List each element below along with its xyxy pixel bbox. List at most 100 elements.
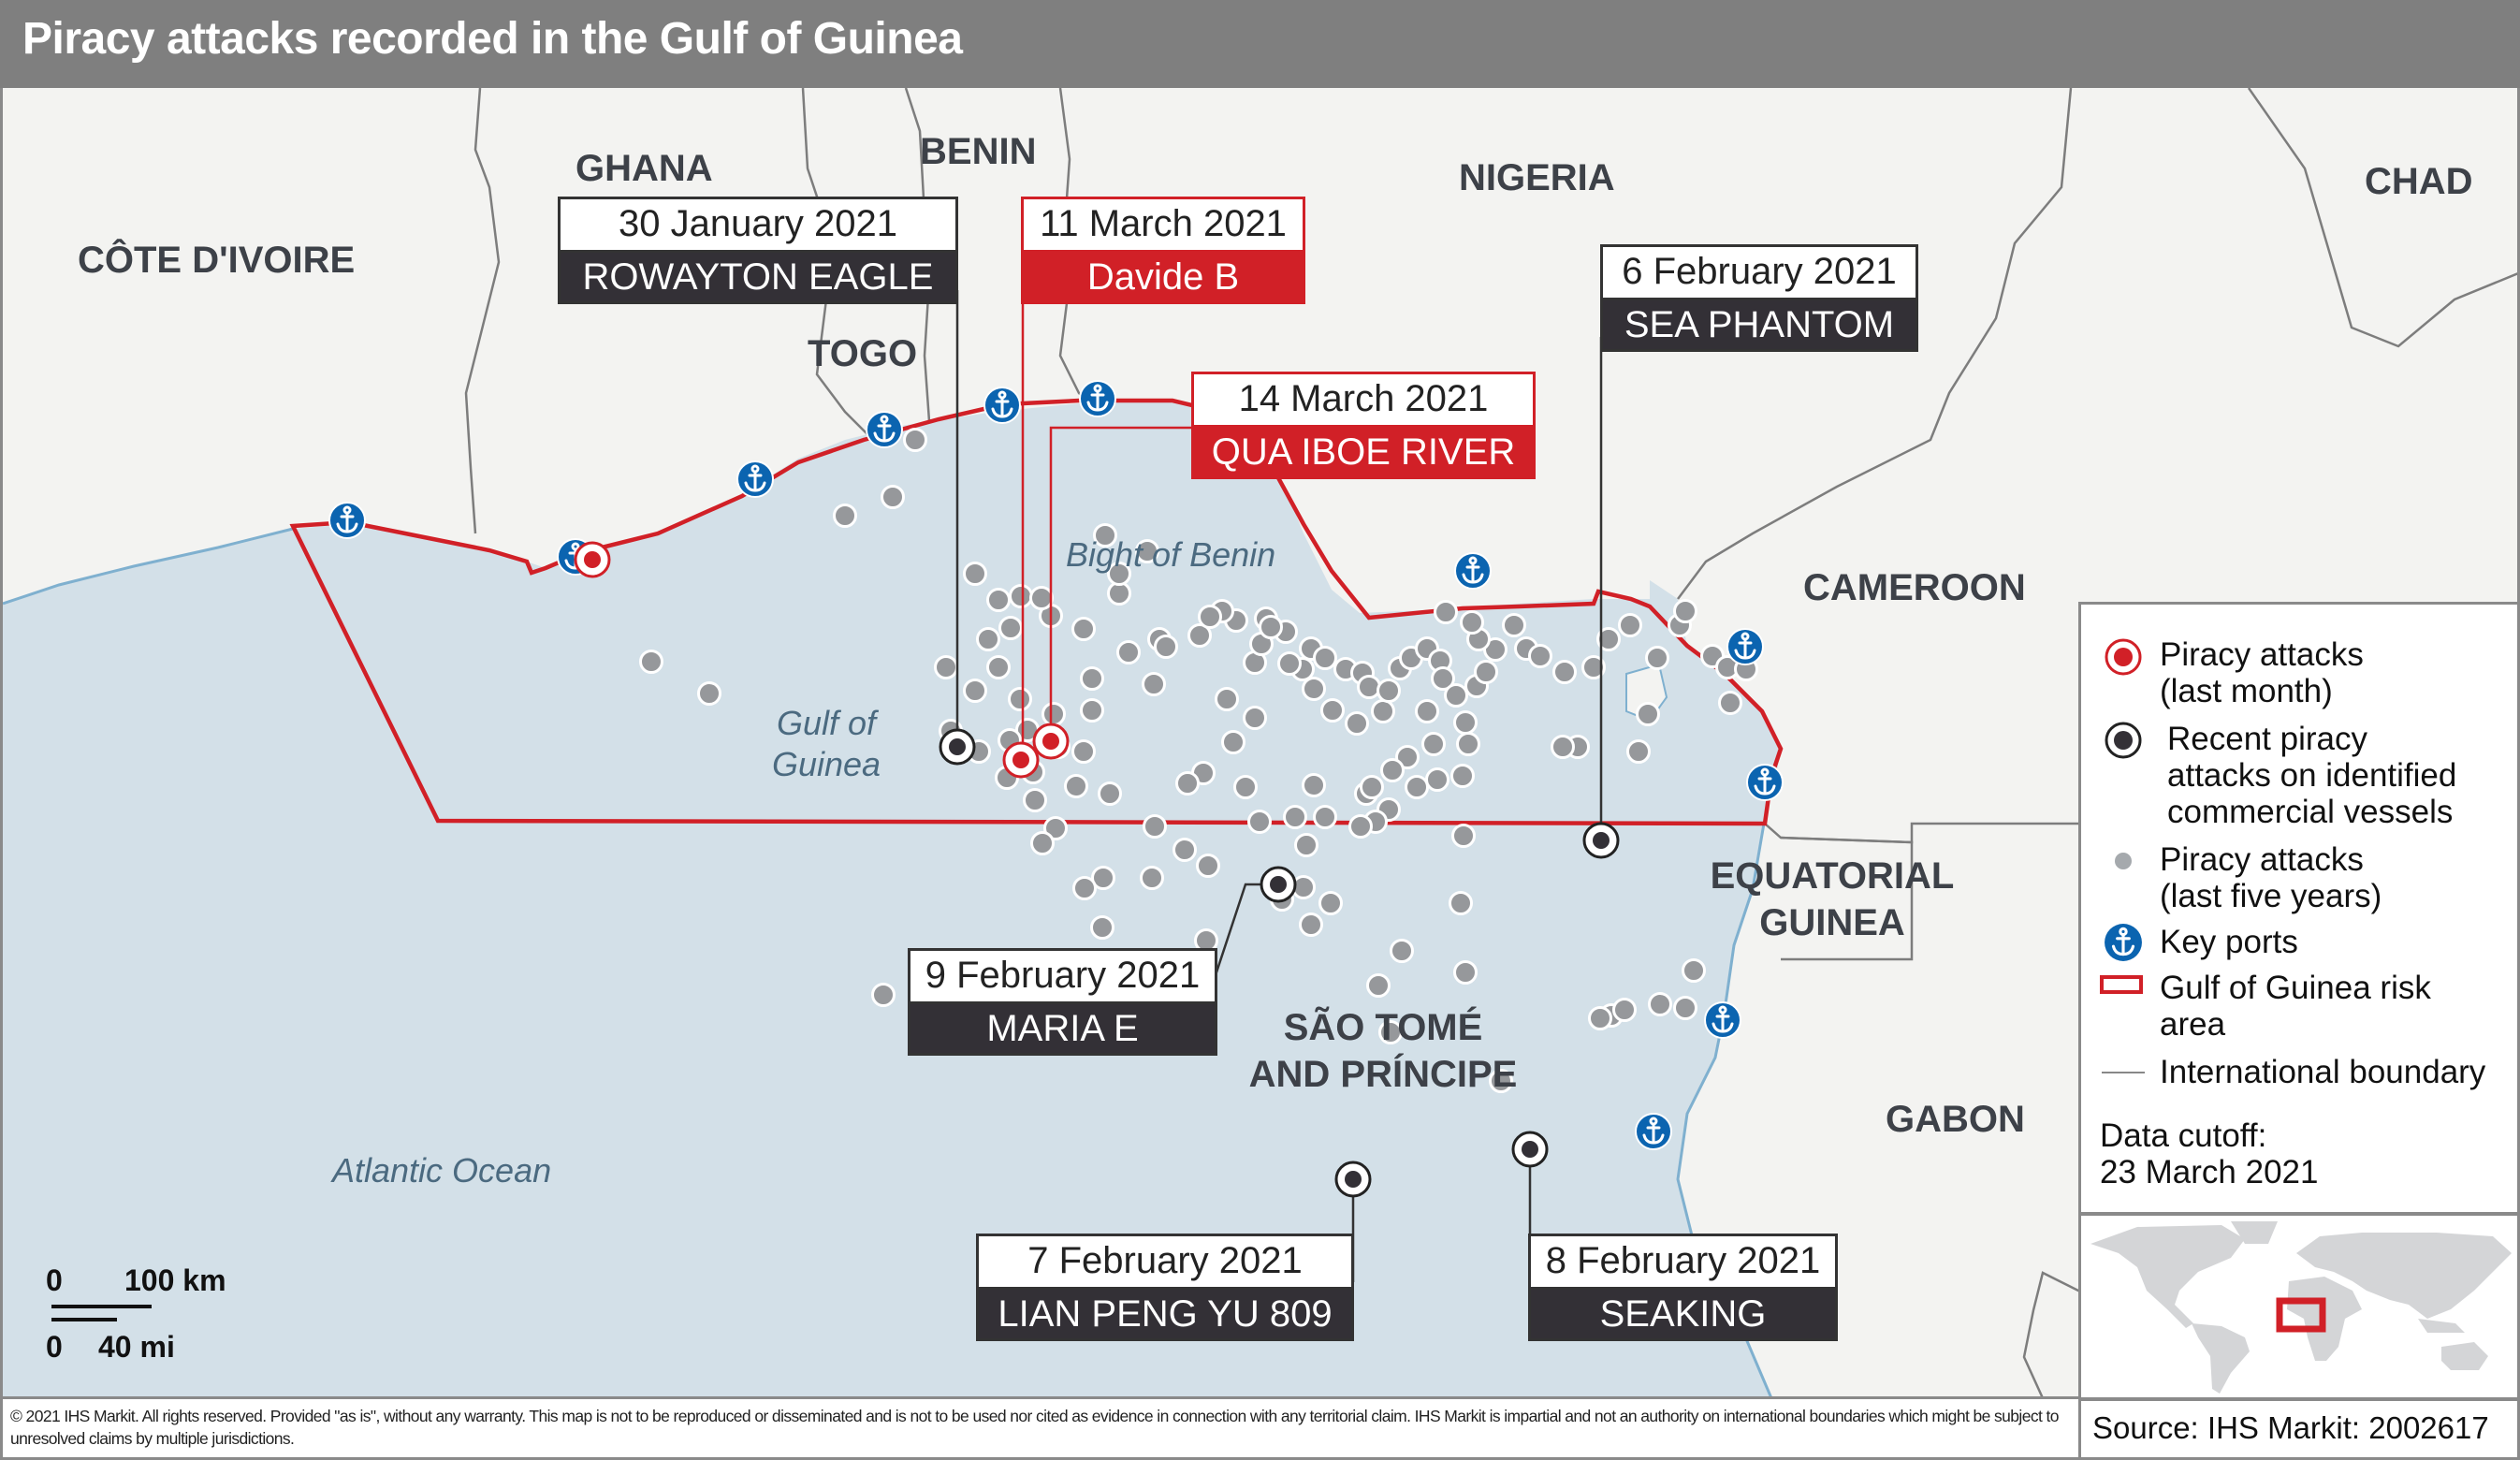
callout-rowayton-eagle: 30 January 2021 ROWAYTON EAGLE bbox=[558, 197, 958, 304]
attack-dot bbox=[1449, 891, 1473, 915]
attack-dot bbox=[1173, 838, 1197, 862]
callout-vessel: ROWAYTON EAGLE bbox=[561, 253, 955, 301]
red-target-icon bbox=[1001, 740, 1041, 780]
attack-dot bbox=[1673, 599, 1697, 623]
callout-vessel: SEAKING bbox=[1531, 1290, 1835, 1338]
attack-dot bbox=[1348, 814, 1373, 839]
attack-dot bbox=[1626, 739, 1651, 764]
data-cutoff-date: 23 March 2021 bbox=[2100, 1154, 2319, 1190]
legend-label: area bbox=[2160, 1006, 2226, 1043]
attack-dot bbox=[1460, 610, 1484, 635]
red-target-icon bbox=[573, 540, 612, 579]
attack-dot bbox=[963, 679, 987, 703]
boundary-line-icon bbox=[2102, 1072, 2145, 1073]
attack-dot bbox=[1283, 805, 1307, 829]
footer-disclaimer: © 2021 IHS Markit. All rights reserved. … bbox=[0, 1396, 2078, 1460]
attack-dot bbox=[1636, 702, 1660, 726]
attack-dot bbox=[1080, 698, 1104, 723]
attack-dot bbox=[1453, 960, 1478, 985]
world-map-svg bbox=[2090, 1221, 2512, 1394]
callout-sea-phantom: 6 February 2021 SEA PHANTOM bbox=[1600, 244, 1918, 352]
attack-dot bbox=[1551, 735, 1575, 759]
callout-vessel: SEA PHANTOM bbox=[1603, 300, 1915, 349]
label-gabon: GABON bbox=[1886, 1099, 2025, 1140]
attack-dot bbox=[1682, 958, 1706, 983]
port-anchor-icon bbox=[866, 411, 903, 448]
label-gulf-of-guinea-line1: Gulf of bbox=[776, 704, 877, 742]
attack-dot bbox=[1474, 660, 1498, 684]
port-anchor-icon bbox=[736, 460, 774, 498]
label-sao-tome-line2: AND PRÍNCIPE bbox=[1248, 1054, 1518, 1095]
callout-qua-iboe-river: 14 March 2021 QUA IBOE RIVER bbox=[1191, 372, 1536, 479]
legend: Piracy attacks (last month) Recent pirac… bbox=[2078, 602, 2520, 1215]
attack-dot bbox=[1302, 677, 1326, 701]
attack-dot bbox=[1247, 810, 1272, 834]
attack-dot bbox=[1405, 775, 1429, 799]
red-target-icon bbox=[2104, 637, 2143, 681]
title-bar: Piracy attacks recorded in the Gulf of G… bbox=[0, 0, 2520, 88]
attack-dot bbox=[1718, 691, 1742, 715]
attack-dot bbox=[1318, 891, 1343, 915]
attack-dot bbox=[1107, 562, 1131, 586]
attack-dot bbox=[1552, 660, 1577, 684]
attack-dot bbox=[1116, 640, 1141, 664]
callout-maria-e: 9 February 2021 MARIA E bbox=[908, 948, 1217, 1056]
attack-dot bbox=[1140, 866, 1164, 890]
attack-dot bbox=[1618, 613, 1642, 637]
attack-dot bbox=[976, 627, 1000, 651]
attack-dot bbox=[1299, 912, 1323, 937]
callout-davide-b: 11 March 2021 Davide B bbox=[1021, 197, 1305, 304]
attack-dot bbox=[1302, 773, 1326, 797]
attack-dot bbox=[1215, 687, 1239, 711]
attack-dot bbox=[1071, 739, 1096, 764]
port-anchor-icon bbox=[1635, 1113, 1672, 1150]
disclaimer-text: © 2021 IHS Markit. All rights reserved. … bbox=[10, 1407, 2060, 1448]
label-equatorial-guinea-line2: GUINEA bbox=[1759, 902, 1905, 943]
attack-dot bbox=[1198, 605, 1222, 629]
label-cameroon: CAMEROON bbox=[1803, 567, 2026, 608]
black-target-icon bbox=[1581, 821, 1621, 860]
attack-dot bbox=[833, 504, 857, 528]
attack-dot bbox=[881, 485, 905, 509]
attack-dot bbox=[986, 655, 1011, 679]
attack-dot bbox=[1090, 915, 1114, 940]
attack-dot bbox=[1072, 876, 1097, 900]
label-chad: CHAD bbox=[2365, 161, 2473, 202]
attack-dot bbox=[1243, 706, 1267, 730]
callout-vessel: MARIA E bbox=[910, 1004, 1215, 1053]
callout-date: 7 February 2021 bbox=[979, 1236, 1351, 1290]
attack-dot bbox=[1415, 699, 1439, 723]
sea-area bbox=[3, 401, 1781, 1398]
scale-km-value: 100 km bbox=[124, 1263, 226, 1297]
attack-dot bbox=[1093, 523, 1117, 548]
label-gulf-of-guinea-line2: Guinea bbox=[771, 745, 881, 783]
attack-dot bbox=[1187, 623, 1212, 648]
attack-dot bbox=[1221, 730, 1245, 754]
attack-dot bbox=[903, 428, 927, 452]
port-anchor-icon bbox=[328, 502, 366, 539]
label-cote-divoire: CÔTE D'IVOIRE bbox=[78, 240, 356, 281]
scale-mi-zero: 0 bbox=[46, 1330, 63, 1364]
attack-dot bbox=[1451, 824, 1476, 848]
port-anchor-icon bbox=[983, 387, 1021, 424]
attack-dot bbox=[963, 562, 987, 586]
source-text: Source: IHS Markit: 2002617 bbox=[2092, 1410, 2489, 1445]
attack-dot bbox=[1154, 635, 1178, 659]
attack-dot bbox=[871, 983, 896, 1007]
label-equatorial-guinea-line1: EQUATORIAL bbox=[1710, 855, 1955, 897]
gulf-locator-rectangle bbox=[2276, 1297, 2326, 1333]
attack-dot bbox=[1277, 651, 1302, 676]
callout-date: 30 January 2021 bbox=[561, 199, 955, 253]
anchor-icon bbox=[2104, 923, 2143, 967]
map-canvas: CÔTE D'IVOIRE GHANA BENIN TOGO NIGERIA C… bbox=[0, 88, 2520, 1398]
label-ghana: GHANA bbox=[575, 148, 713, 189]
legend-label: (last five years) bbox=[2160, 878, 2382, 914]
attack-dot bbox=[1313, 646, 1337, 670]
callout-date: 8 February 2021 bbox=[1531, 1236, 1835, 1290]
red-target-icon bbox=[1031, 722, 1071, 761]
attack-dot bbox=[1648, 992, 1672, 1016]
attack-dot bbox=[1528, 644, 1552, 668]
attack-dot bbox=[1588, 1006, 1612, 1030]
callout-vessel: LIAN PENG YU 809 bbox=[979, 1290, 1351, 1338]
callout-seaking: 8 February 2021 SEAKING bbox=[1528, 1234, 1838, 1341]
